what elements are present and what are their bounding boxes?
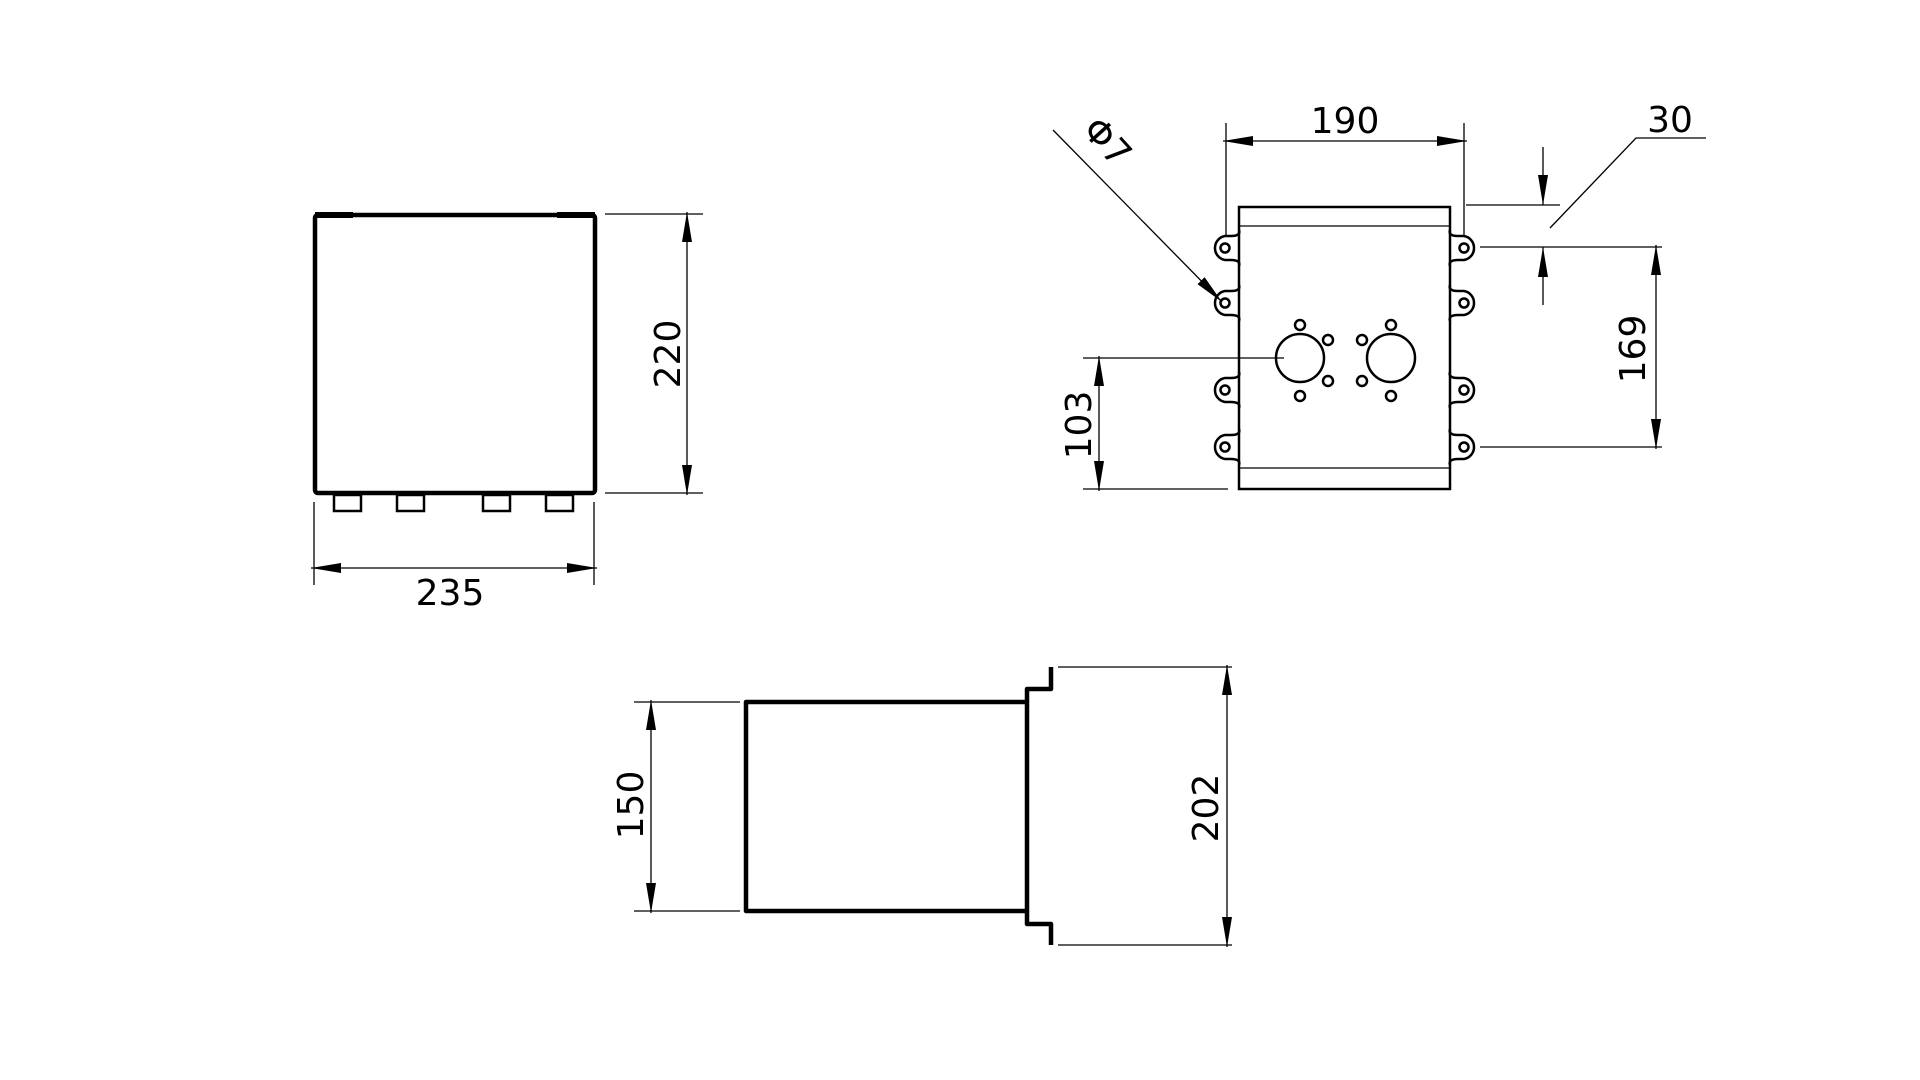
mounting-lug xyxy=(1448,371,1476,409)
mounting-lug xyxy=(1213,428,1241,466)
outlet-port-right xyxy=(1365,332,1417,384)
front-feet xyxy=(332,493,575,513)
side-body-outline xyxy=(743,699,1030,914)
dimension-label: 235 xyxy=(416,573,485,614)
dimension-label: 220 xyxy=(648,320,689,389)
foot xyxy=(544,493,575,513)
dimension-220: 220 xyxy=(605,212,703,495)
dimension-label: 103 xyxy=(1059,391,1100,460)
lug-hole xyxy=(1458,297,1470,309)
lug-hole xyxy=(1458,384,1470,396)
flange-top xyxy=(1024,667,1054,702)
dimension-202: 202 xyxy=(1058,665,1232,947)
screw-holes xyxy=(1293,318,1398,403)
front-top-lip-left xyxy=(315,212,353,218)
dimension-label: 202 xyxy=(1186,774,1227,843)
lug-hole xyxy=(1219,242,1231,254)
dimension-label: 30 xyxy=(1647,100,1693,141)
mounting-lug xyxy=(1213,229,1241,267)
dimension-30: 30 xyxy=(1466,100,1706,305)
foot xyxy=(395,493,426,513)
mounting-lug xyxy=(1448,284,1476,322)
lug-hole xyxy=(1219,384,1231,396)
front-view: 220 235 xyxy=(311,212,703,614)
lug-hole xyxy=(1458,441,1470,453)
flange-bottom xyxy=(1024,911,1054,945)
foot xyxy=(481,493,512,513)
side-view: 150 202 xyxy=(611,665,1232,947)
lug-hole xyxy=(1458,242,1470,254)
outlet-ports xyxy=(1274,332,1417,384)
mounting-lugs xyxy=(1213,229,1476,466)
mounting-lug xyxy=(1213,371,1241,409)
dimension-label: 190 xyxy=(1311,101,1380,142)
top-view: 190 Φ7 30 169 103 xyxy=(1052,100,1706,491)
dimension-103: 103 xyxy=(1059,356,1284,491)
front-body-outline xyxy=(312,212,598,496)
dimension-label: 150 xyxy=(611,771,652,840)
dimension-150: 150 xyxy=(611,700,740,913)
mounting-lug xyxy=(1448,229,1476,267)
dimension-235: 235 xyxy=(311,502,597,614)
lug-hole xyxy=(1219,441,1231,453)
lug-hole xyxy=(1219,297,1231,309)
dimension-190: 190 xyxy=(1223,101,1467,236)
dimension-label: Φ7 xyxy=(1074,110,1139,176)
dimension-label: 169 xyxy=(1613,315,1654,384)
dimension-169: 169 xyxy=(1480,245,1662,449)
front-top-lip-right xyxy=(557,212,595,218)
mounting-lug xyxy=(1213,284,1241,322)
top-body-outline xyxy=(1237,205,1452,491)
mounting-lug xyxy=(1448,428,1476,466)
dimension-phi7: Φ7 xyxy=(1052,110,1223,303)
foot xyxy=(332,493,363,513)
